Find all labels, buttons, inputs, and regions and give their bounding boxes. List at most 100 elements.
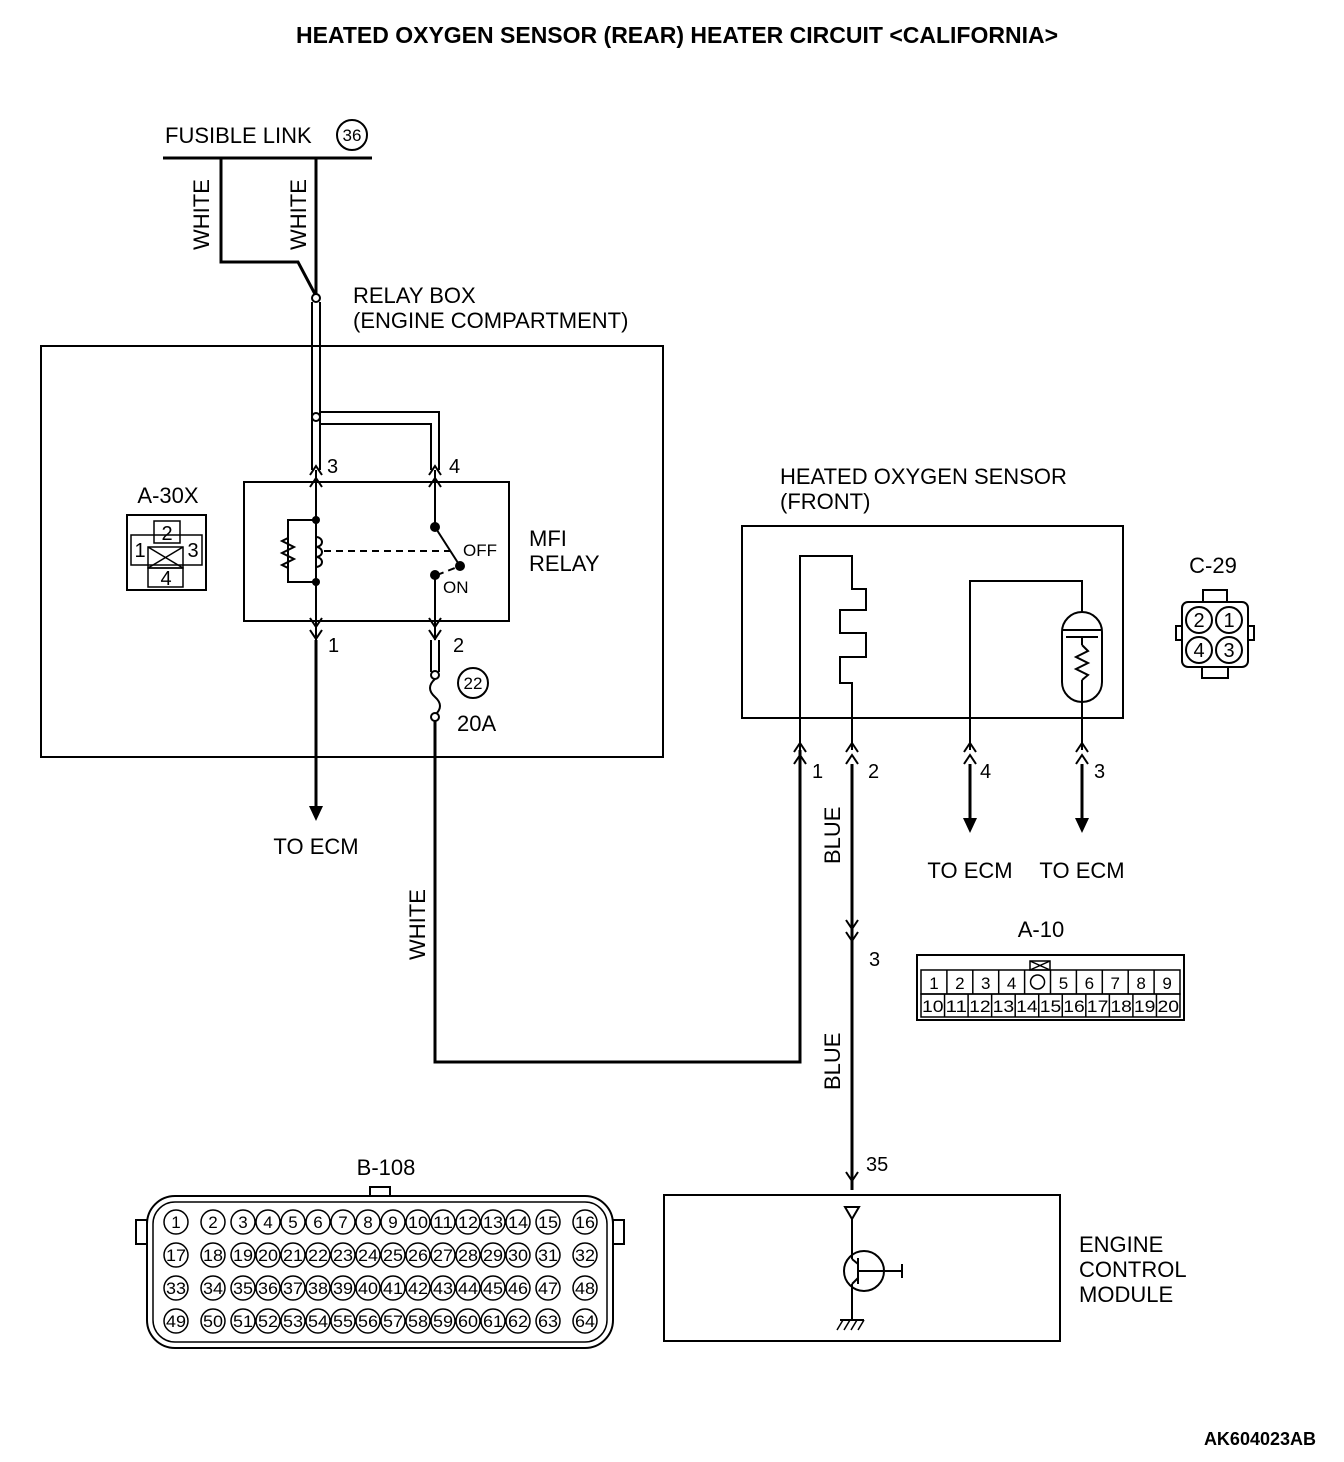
b108-pin-21: 21 bbox=[280, 1242, 306, 1268]
wire-color-white-1: WHITE bbox=[189, 179, 214, 250]
mfi-relay: MFI RELAY 3 4 1 2 OFF ON bbox=[243, 456, 600, 657]
svg-text:59: 59 bbox=[433, 1312, 453, 1331]
sensor-pin-3: 3 bbox=[1094, 761, 1105, 783]
a30x-pin-4: 4 bbox=[160, 568, 171, 590]
b108-pin-59: 59 bbox=[430, 1308, 456, 1334]
diagram-title: HEATED OXYGEN SENSOR (REAR) HEATER CIRCU… bbox=[296, 22, 1058, 48]
b108-pin-39: 39 bbox=[330, 1275, 356, 1301]
svg-text:26: 26 bbox=[408, 1246, 428, 1265]
b108-pin-7: 7 bbox=[330, 1209, 356, 1235]
a10-pin-5: 5 bbox=[1059, 974, 1068, 993]
svg-text:54: 54 bbox=[308, 1312, 328, 1331]
b108-pin-35: 35 bbox=[230, 1275, 256, 1301]
svg-text:22: 22 bbox=[308, 1246, 328, 1265]
fuse-rating: 20A bbox=[457, 711, 496, 736]
connector-c29: C-29 2 1 4 3 bbox=[1175, 553, 1255, 679]
b108-pin-46: 46 bbox=[505, 1275, 531, 1301]
fusible-link: FUSIBLE LINK 36 bbox=[163, 119, 372, 160]
svg-text:49: 49 bbox=[166, 1312, 186, 1331]
b108-pin-64: 64 bbox=[572, 1308, 598, 1334]
svg-text:42: 42 bbox=[408, 1279, 428, 1298]
b108-pin-1: 1 bbox=[163, 1209, 189, 1235]
b108-pin-27: 27 bbox=[430, 1242, 456, 1268]
svg-text:61: 61 bbox=[483, 1312, 503, 1331]
svg-text:11: 11 bbox=[433, 1213, 453, 1232]
svg-text:21: 21 bbox=[283, 1246, 303, 1265]
b108-pin-55: 55 bbox=[330, 1308, 356, 1334]
b108-pin-40: 40 bbox=[355, 1275, 381, 1301]
relay-to-ecm-wire: TO ECM bbox=[273, 640, 359, 859]
a10-pin-6: 6 bbox=[1085, 974, 1094, 993]
svg-text:10: 10 bbox=[408, 1213, 428, 1232]
b108-pin-50: 50 bbox=[200, 1308, 226, 1334]
b108-pin-41: 41 bbox=[380, 1275, 406, 1301]
b108-pin-4: 4 bbox=[255, 1209, 281, 1235]
b108-pin-57: 57 bbox=[380, 1308, 406, 1334]
fuse-22: 22 20A bbox=[429, 640, 496, 736]
svg-text:60: 60 bbox=[458, 1312, 478, 1331]
svg-text:40: 40 bbox=[358, 1279, 378, 1298]
svg-text:47: 47 bbox=[538, 1279, 558, 1298]
svg-text:64: 64 bbox=[575, 1312, 595, 1331]
connector-c29-name: C-29 bbox=[1189, 553, 1237, 578]
sensor-pin-1: 1 bbox=[812, 761, 823, 783]
b108-pin-51: 51 bbox=[230, 1308, 256, 1334]
a10-pin-11: 11 bbox=[946, 997, 968, 1016]
relay-off-label: OFF bbox=[463, 541, 497, 560]
c29-pin-1: 1 bbox=[1223, 610, 1234, 632]
svg-text:1: 1 bbox=[171, 1213, 180, 1232]
svg-text:39: 39 bbox=[333, 1279, 353, 1298]
svg-text:48: 48 bbox=[575, 1279, 595, 1298]
b108-pin-23: 23 bbox=[330, 1242, 356, 1268]
b108-pin-34: 34 bbox=[200, 1275, 226, 1301]
b108-pin-62: 62 bbox=[505, 1308, 531, 1334]
b108-pin-47: 47 bbox=[535, 1275, 561, 1301]
heated-oxygen-sensor: HEATED OXYGEN SENSOR (FRONT) 1 2 4 3 bbox=[741, 464, 1124, 783]
svg-text:12: 12 bbox=[458, 1213, 478, 1232]
svg-text:19: 19 bbox=[233, 1246, 253, 1265]
b108-pin-45: 45 bbox=[480, 1275, 506, 1301]
svg-text:7: 7 bbox=[338, 1213, 347, 1232]
b108-pin-26: 26 bbox=[405, 1242, 431, 1268]
svg-text:63: 63 bbox=[538, 1312, 558, 1331]
svg-text:4: 4 bbox=[263, 1213, 272, 1232]
svg-text:8: 8 bbox=[363, 1213, 372, 1232]
b108-pin-37: 37 bbox=[280, 1275, 306, 1301]
b108-pin-25: 25 bbox=[380, 1242, 406, 1268]
b108-pin-3: 3 bbox=[230, 1209, 256, 1235]
relay-box-subtitle: (ENGINE COMPARTMENT) bbox=[353, 308, 628, 333]
b108-pin-38: 38 bbox=[305, 1275, 331, 1301]
relay-pin-2: 2 bbox=[453, 635, 464, 657]
b108-pin-14: 14 bbox=[505, 1209, 531, 1235]
a10-pin-9: 9 bbox=[1162, 974, 1171, 993]
b108-pin-6: 6 bbox=[305, 1209, 331, 1235]
svg-text:30: 30 bbox=[508, 1246, 528, 1265]
svg-text:51: 51 bbox=[233, 1312, 253, 1331]
figure-code: AK604023AB bbox=[1204, 1429, 1316, 1449]
b108-pin-61: 61 bbox=[480, 1308, 506, 1334]
a10-pin-17: 17 bbox=[1087, 997, 1109, 1016]
svg-text:41: 41 bbox=[383, 1279, 403, 1298]
c29-pin-4: 4 bbox=[1193, 640, 1204, 662]
b108-pin-5: 5 bbox=[280, 1209, 306, 1235]
svg-text:45: 45 bbox=[483, 1279, 503, 1298]
svg-text:33: 33 bbox=[166, 1279, 186, 1298]
a10-pin-4: 4 bbox=[1007, 974, 1016, 993]
fusible-link-number: 36 bbox=[343, 126, 362, 145]
svg-text:46: 46 bbox=[508, 1279, 528, 1298]
svg-text:24: 24 bbox=[358, 1246, 378, 1265]
svg-text:20: 20 bbox=[258, 1246, 278, 1265]
relay-pin-4: 4 bbox=[449, 456, 460, 478]
svg-text:29: 29 bbox=[483, 1246, 503, 1265]
a30x-pin-2: 2 bbox=[161, 523, 172, 545]
b108-pin-29: 29 bbox=[480, 1242, 506, 1268]
a10-pin-7: 7 bbox=[1111, 974, 1120, 993]
a10-pin-18: 18 bbox=[1110, 997, 1132, 1016]
wire-color-blue-2: BLUE bbox=[820, 1033, 845, 1090]
b108-pin-33: 33 bbox=[163, 1275, 189, 1301]
b108-pin-17: 17 bbox=[163, 1242, 189, 1268]
a30x-pin-1: 1 bbox=[134, 540, 145, 562]
